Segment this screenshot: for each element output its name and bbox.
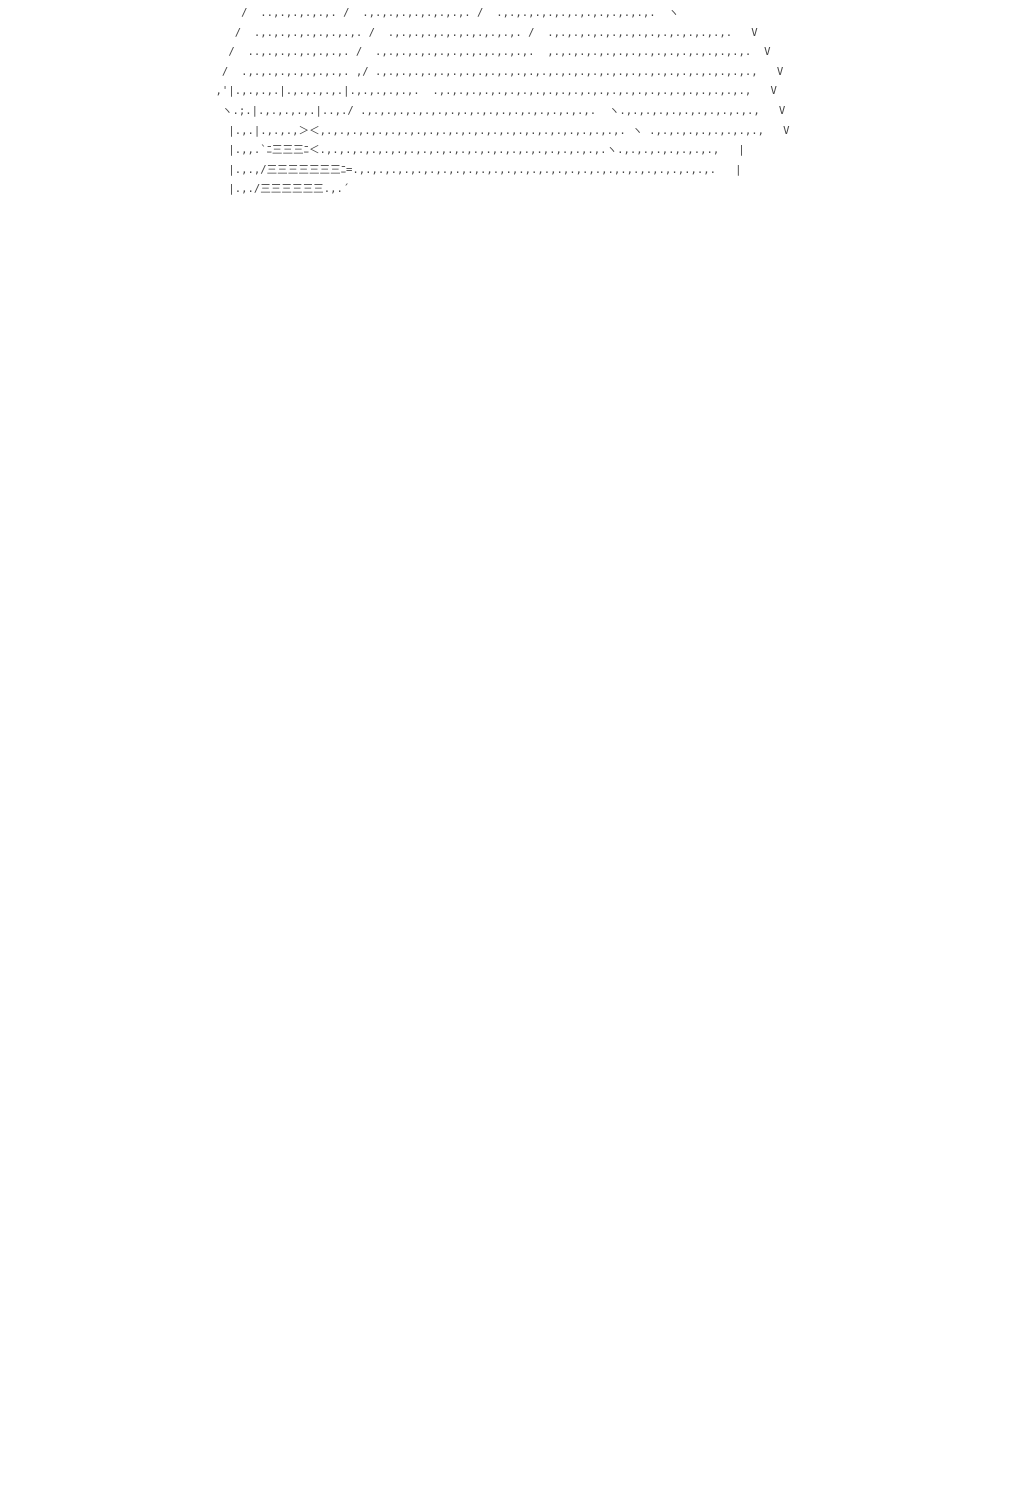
ascii-art-top: / ..,.,.,.,.,. / .,.,.,.,.,.,.,.,. / .,.… [215,7,790,196]
